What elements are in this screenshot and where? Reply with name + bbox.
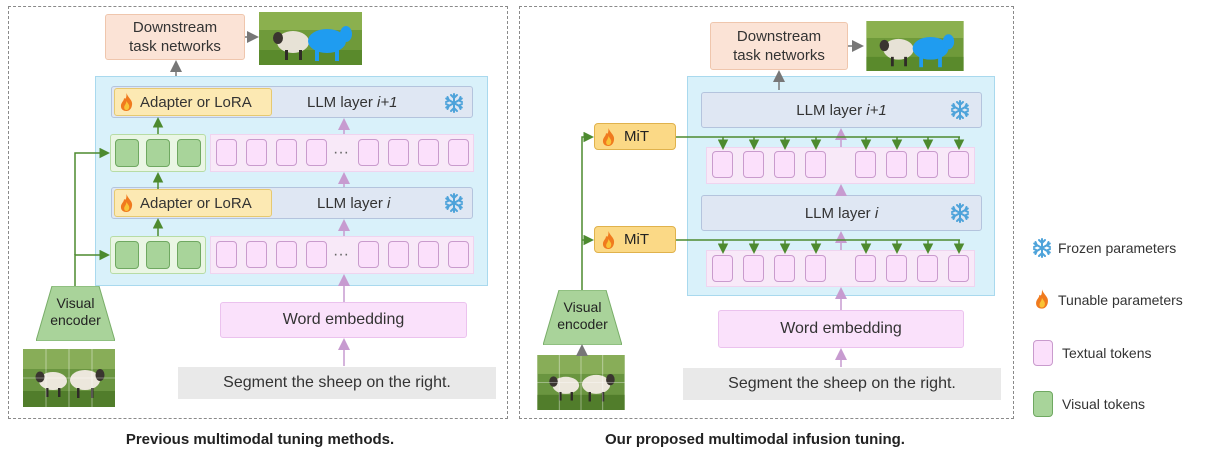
- visual-token: [177, 241, 201, 269]
- legend-textual-label: Textual tokens: [1062, 345, 1152, 361]
- prompt-text-right: Segment the sheep on the right.: [683, 368, 1001, 400]
- textual-token: [448, 139, 469, 166]
- snowflake-icon: [951, 203, 969, 223]
- left-panel: [8, 6, 508, 419]
- textual-token: [276, 139, 297, 166]
- llm-layer-bottom-right: LLM layer i: [701, 195, 982, 231]
- visual-token: [146, 241, 170, 269]
- llm-layer-label: LLM layer i+1: [796, 101, 887, 119]
- caption-right: Our proposed multimodal infusion tuning.: [605, 431, 905, 448]
- textual-token: [246, 241, 267, 268]
- textual-token: [774, 255, 795, 282]
- textual-token: [246, 139, 267, 166]
- legend-visual-token: [1033, 391, 1053, 417]
- arrow-encoder-to-visual-tokens-left: [74, 249, 110, 286]
- textual-token: [917, 255, 938, 282]
- textual-token: [418, 139, 439, 166]
- textual-token: [358, 241, 379, 268]
- textual-token: [358, 139, 379, 166]
- arrow-encoder-to-visual-tokens-top-left: [74, 147, 110, 255]
- snowflake-icon: [445, 193, 463, 213]
- textual-token: [805, 255, 826, 282]
- caption-left: Previous multimodal tuning methods.: [125, 431, 395, 448]
- adapter-label: Adapter or LoRA: [140, 194, 252, 212]
- word-embedding-right: Word embedding: [718, 310, 964, 348]
- flame-icon: [120, 93, 133, 111]
- legend-textual-token: [1033, 340, 1053, 366]
- infusion-arrows-top: [717, 137, 965, 150]
- textual-token: [448, 241, 469, 268]
- mit-module-top: MiT: [594, 123, 676, 150]
- sheep-photo: [23, 349, 115, 407]
- mit-module-bottom: MiT: [594, 226, 676, 253]
- textual-token: [886, 255, 907, 282]
- textual-token: [388, 139, 409, 166]
- right-panel: [519, 6, 1014, 419]
- textual-token: [917, 151, 938, 178]
- prompt-text-left: Segment the sheep on the right.: [178, 367, 496, 399]
- textual-token: [805, 151, 826, 178]
- arrow-encoder-to-mit-right: [581, 131, 594, 290]
- textual-token: [276, 241, 297, 268]
- segmentation-output-image: [259, 12, 362, 65]
- flame-icon: [602, 230, 615, 249]
- mit-label: MiT: [624, 231, 649, 248]
- textual-token: [743, 255, 764, 282]
- ellipsis: ···: [333, 246, 349, 263]
- textual-token: [216, 241, 237, 268]
- textual-token: [886, 151, 907, 178]
- textual-token: [712, 255, 733, 282]
- snowflake-icon: [951, 100, 969, 120]
- llm-layer-label: LLM layer i: [317, 194, 391, 212]
- flame-icon: [1036, 289, 1049, 309]
- textual-token: [216, 139, 237, 166]
- visual-encoder-shape-left: [36, 286, 115, 341]
- flame-icon: [602, 127, 615, 146]
- textual-token: [855, 255, 876, 282]
- textual-token: [388, 241, 409, 268]
- visual-token: [146, 139, 170, 167]
- adapter-label: Adapter or LoRA: [140, 93, 252, 111]
- legend-tunable-label: Tunable parameters: [1058, 292, 1183, 308]
- mit-label: MiT: [624, 128, 649, 145]
- legend-visual-label: Visual tokens: [1062, 396, 1146, 412]
- textual-token: [418, 241, 439, 268]
- visual-encoder-label-left: Visual encoder: [50, 295, 101, 328]
- downstream-box-right: Downstream task networks: [710, 22, 848, 70]
- adapter-lora-top: Adapter or LoRA: [114, 88, 272, 116]
- adapter-lora-bottom: Adapter or LoRA: [114, 189, 272, 217]
- llm-layer-top-right: LLM layer i+1: [701, 92, 982, 128]
- llm-layer-label: LLM layer i: [804, 204, 879, 222]
- flame-icon: [120, 194, 133, 212]
- sheep-photo: [537, 355, 625, 410]
- segmentation-output-image: [866, 21, 964, 71]
- visual-token: [115, 241, 139, 269]
- textual-token: [306, 241, 327, 268]
- snowflake-icon: [445, 93, 463, 113]
- downstream-box-left: Downstream task networks: [105, 14, 245, 60]
- visual-token: [177, 139, 201, 167]
- word-embedding-left: Word embedding: [220, 302, 467, 338]
- visual-token: [115, 139, 139, 167]
- infusion-arrows-bottom: [717, 240, 965, 254]
- textual-token: [712, 151, 733, 178]
- ellipsis: ···: [333, 144, 349, 161]
- legend-frozen-label: Frozen parameters: [1058, 240, 1177, 256]
- visual-encoder-shape-right: [543, 290, 622, 345]
- llm-layer-label: LLM layer i+1: [307, 93, 398, 111]
- textual-token: [855, 151, 876, 178]
- visual-encoder-label-right: Visual encoder: [557, 299, 608, 332]
- textual-token: [743, 151, 764, 178]
- snowflake-icon: [1033, 238, 1051, 258]
- textual-token: [306, 139, 327, 166]
- textual-token: [948, 255, 969, 282]
- textual-token: [774, 151, 795, 178]
- textual-token: [948, 151, 969, 178]
